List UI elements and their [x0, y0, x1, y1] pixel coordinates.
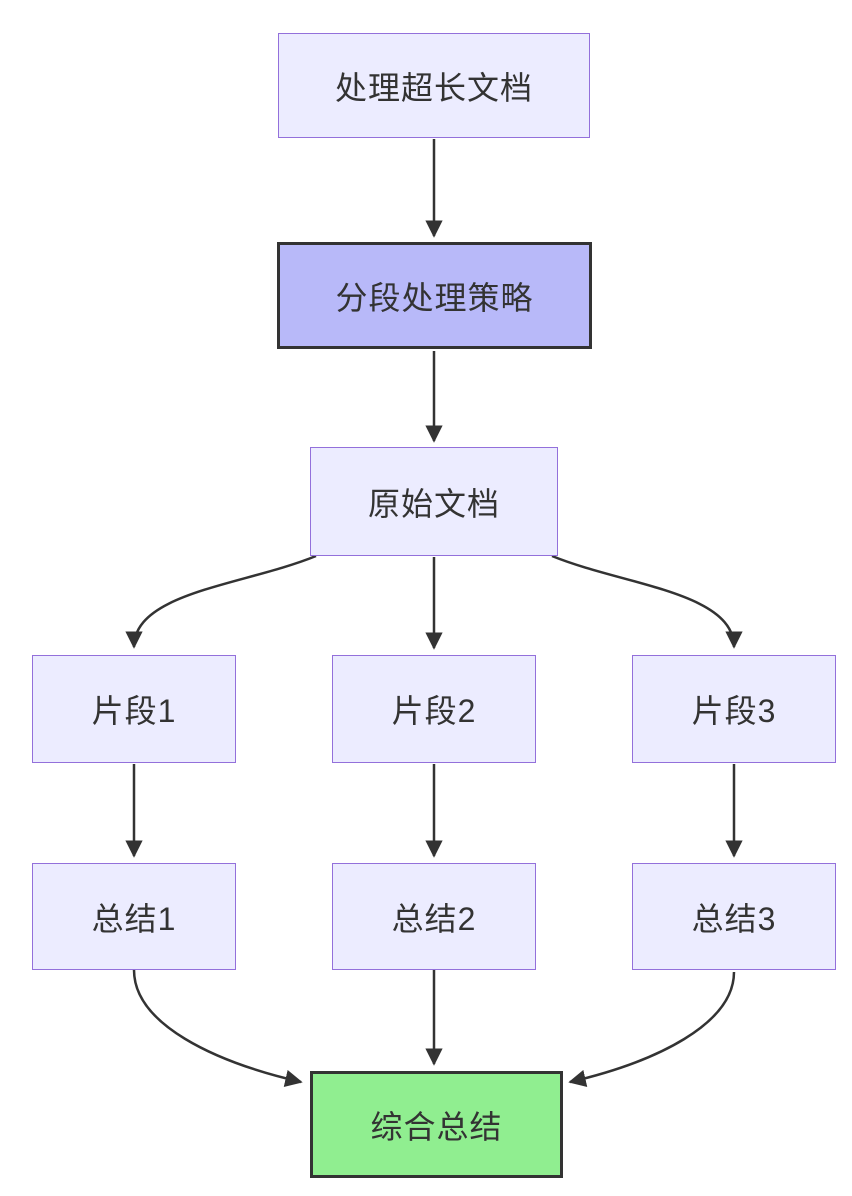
node-final-summary: 综合总结 [310, 1071, 563, 1178]
node-label: 总结3 [691, 900, 777, 937]
node-process-long-document: 处理超长文档 [278, 33, 590, 138]
edge-original-to-fragment3 [551, 554, 743, 649]
node-summary-3: 总结3 [632, 863, 836, 970]
node-fragment-2: 片段2 [332, 655, 536, 763]
edge-summary1-to-final [132, 969, 303, 1087]
node-segmentation-strategy: 分段处理策略 [277, 242, 592, 349]
node-summary-2: 总结2 [332, 863, 536, 970]
node-label: 原始文档 [367, 485, 500, 522]
node-label: 综合总结 [370, 1108, 503, 1145]
node-label: 总结1 [91, 900, 177, 937]
node-fragment-3: 片段3 [632, 655, 836, 763]
node-label: 片段3 [691, 693, 777, 729]
node-fragment-1: 片段1 [32, 655, 236, 763]
node-original-document: 原始文档 [310, 447, 558, 556]
node-label: 分段处理策略 [335, 279, 534, 316]
node-label: 片段1 [91, 693, 177, 729]
edge-summary3-to-final [568, 971, 736, 1087]
node-label: 处理超长文档 [334, 69, 533, 106]
node-label: 总结2 [391, 900, 477, 937]
edge-original-to-fragment1 [125, 554, 317, 649]
node-summary-1: 总结1 [32, 863, 236, 970]
node-label: 片段2 [391, 693, 477, 729]
